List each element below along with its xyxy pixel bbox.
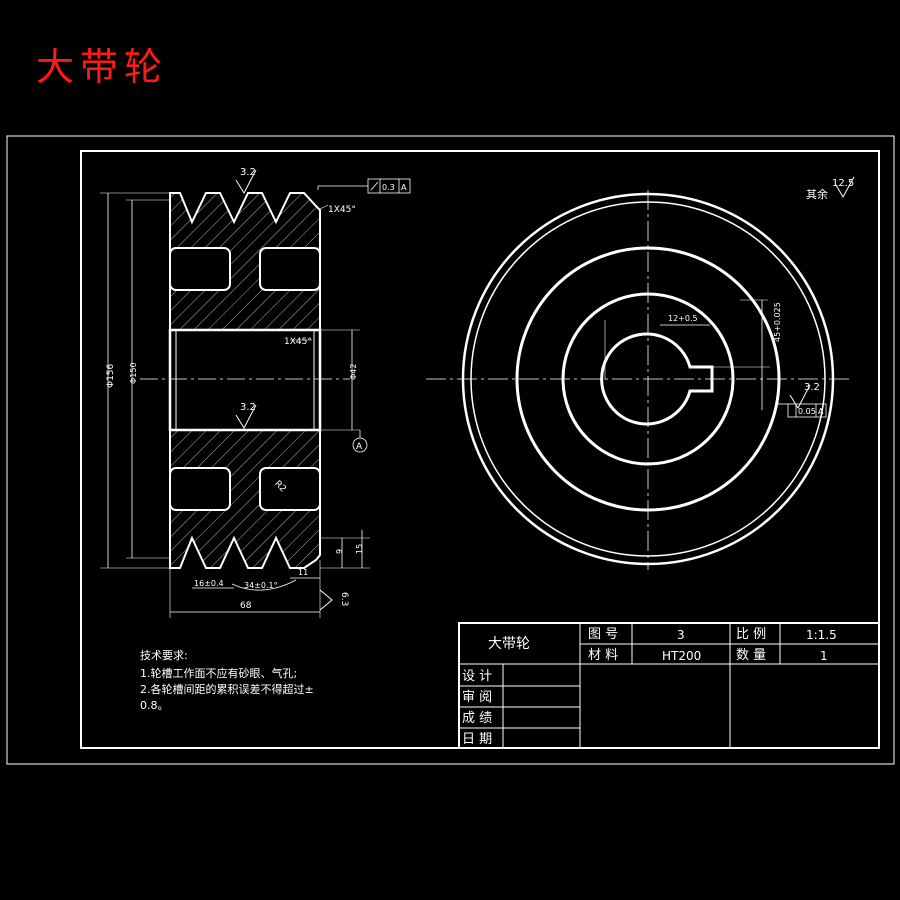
- runout-frame: [367, 178, 411, 194]
- chamfer-bore-label: 1X45°: [284, 337, 312, 347]
- page-title: 大带轮: [36, 45, 169, 89]
- groove-depth-b-label: 15: [355, 544, 364, 554]
- keyway-depth-label: 45+0.025: [773, 302, 782, 342]
- roughness-symbol: [835, 176, 855, 199]
- drawing-no-label: 图 号: [588, 627, 618, 642]
- roughness-symbol: [319, 589, 333, 611]
- roughness-symbol: [789, 384, 811, 410]
- datum-letter: A: [356, 442, 363, 452]
- outer-border: [6, 135, 895, 765]
- section-view: [100, 169, 411, 618]
- notes-line-3: 0.8。: [140, 699, 169, 712]
- runout-datum: A: [401, 183, 407, 192]
- groove-angle-label: 34±0.1°: [244, 581, 278, 590]
- title-block: [458, 622, 880, 749]
- symmetry-datum: A: [818, 407, 824, 416]
- grade-label: 成 绩: [462, 711, 492, 726]
- pitch-diameter-label: Φ150: [129, 362, 138, 384]
- roughness-symbol: [235, 169, 257, 195]
- roughness-symbol: [235, 404, 257, 430]
- part-name: 大带轮: [488, 636, 530, 652]
- symmetry-frame: [787, 403, 827, 418]
- notes-heading: 技术要求:: [140, 649, 188, 662]
- drawing-no-value: 3: [677, 628, 685, 642]
- web-cutout: [169, 467, 231, 511]
- technical-notes: 技术要求: 1.轮槽工作面不应有砂眼、气孔; 2.各轮槽间距的累积误差不得超过±…: [140, 649, 314, 712]
- roughness-bore-label: 3.2: [240, 402, 256, 413]
- chamfer-top-label: 1X45°: [328, 205, 356, 215]
- notes-line-1: 1.轮槽工作面不应有砂眼、气孔;: [140, 666, 297, 680]
- roughness-keyway-label: 3.2: [804, 382, 820, 393]
- date-label: 日 期: [462, 732, 492, 747]
- groove-pitch-label: 16±0.4: [194, 579, 224, 588]
- bore-diameter-label: Φ42: [349, 364, 358, 380]
- runout-value: 0.3: [382, 183, 395, 192]
- design-label: 设 计: [462, 669, 492, 684]
- general-roughness-label: 12.5: [832, 178, 854, 189]
- web-cutout: [259, 467, 321, 511]
- roughness-side-label: 6.3: [339, 592, 349, 606]
- web-cutout: [259, 247, 321, 291]
- roughness-top-label: 3.2: [240, 167, 256, 178]
- material-value: HT200: [662, 649, 701, 663]
- groove-width-label: 11: [298, 568, 308, 577]
- web-cutout: [169, 247, 231, 291]
- scale-label: 比 例: [736, 627, 766, 642]
- symmetry-value: 0.05: [798, 407, 816, 416]
- outer-diameter-label: Φ156: [106, 363, 116, 388]
- quantity-label: 数 量: [736, 648, 766, 663]
- quantity-value: 1: [820, 649, 828, 663]
- review-label: 审 阅: [462, 690, 492, 705]
- total-width-label: 68: [240, 601, 252, 611]
- lower-hatched-section: [169, 429, 321, 569]
- groove-depth-a-label: 9: [335, 549, 344, 554]
- front-view: [426, 176, 855, 570]
- bore: [168, 328, 322, 432]
- keyway-width-label: 12+0.5: [668, 314, 698, 323]
- material-label: 材 料: [588, 648, 618, 663]
- notes-line-2: 2.各轮槽间距的累积误差不得超过±: [140, 682, 314, 696]
- datum-symbol: [352, 437, 368, 453]
- general-roughness-prefix: 其余: [806, 187, 828, 201]
- scale-value: 1:1.5: [806, 628, 837, 642]
